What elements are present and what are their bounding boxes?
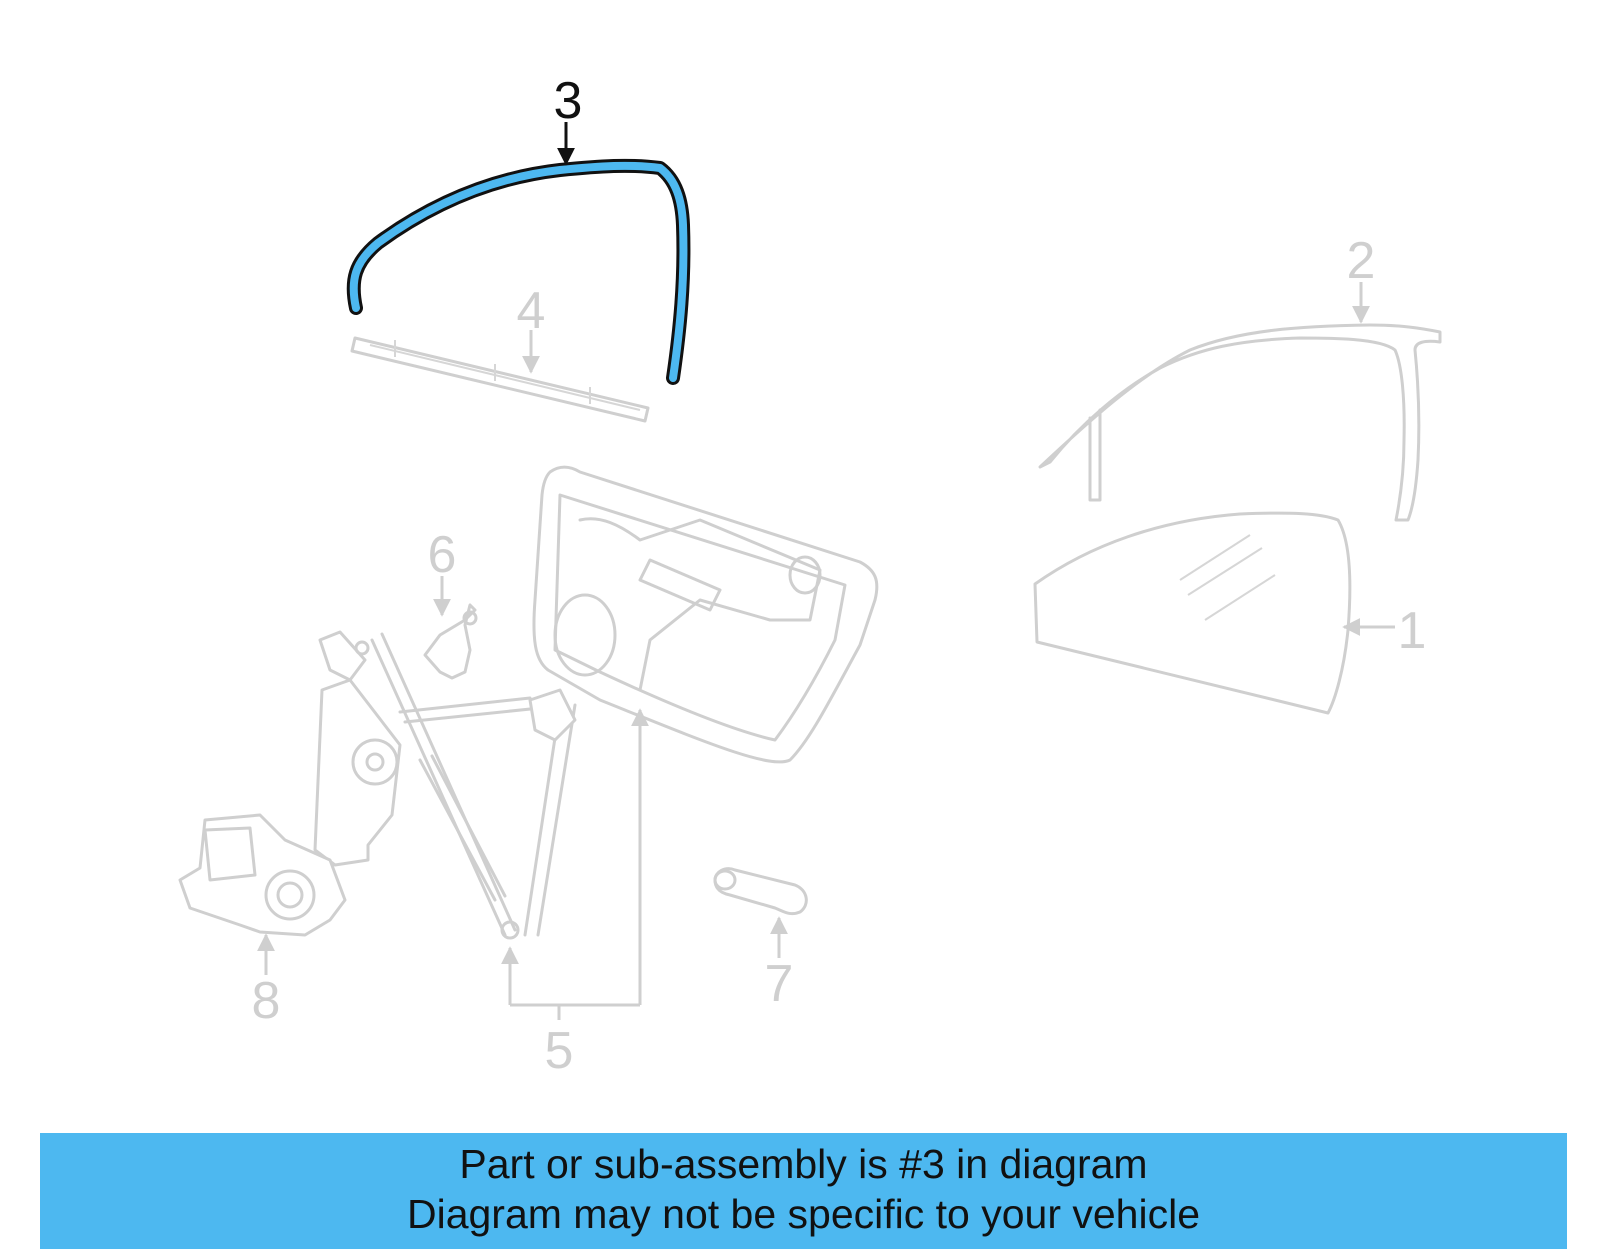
callout-1: 1 [1342, 602, 1427, 660]
callout-7-label: 7 [765, 955, 794, 1013]
part-5-window-regulator[interactable] [318, 630, 577, 940]
part-2-frame-molding[interactable] [1038, 323, 1442, 522]
part-7-handle[interactable] [713, 867, 808, 916]
regulator-bracket[interactable] [313, 678, 402, 867]
callout-5: 5 [501, 708, 649, 1080]
callout-2-label: 2 [1347, 232, 1376, 290]
caption-line-2: Diagram may not be specific to your vehi… [406, 1191, 1200, 1237]
callout-3: 3 [554, 72, 583, 166]
part-8-motor[interactable] [178, 813, 347, 937]
callout-8-label: 8 [252, 972, 281, 1030]
callout-4: 4 [517, 282, 545, 374]
callout-6-label: 6 [428, 526, 457, 584]
callout-5-label: 5 [545, 1022, 574, 1080]
callout-3-label: 3 [554, 72, 583, 130]
part-5-door-module[interactable] [532, 465, 879, 764]
part-1-door-glass[interactable] [1033, 511, 1352, 715]
caption-line-1: Part or sub-assembly is #3 in diagram [459, 1141, 1148, 1187]
callout-7: 7 [765, 916, 794, 1013]
callout-8: 8 [252, 933, 281, 1030]
callout-6: 6 [428, 526, 457, 617]
part-6-clip[interactable] [423, 603, 478, 680]
caption-banner: Part or sub-assembly is #3 in diagram Di… [40, 1133, 1567, 1249]
part-3-weatherstrip[interactable] [346, 158, 691, 385]
callout-2: 2 [1347, 232, 1376, 324]
part-4-belt-molding[interactable] [350, 336, 650, 423]
callout-1-label: 1 [1398, 602, 1427, 660]
